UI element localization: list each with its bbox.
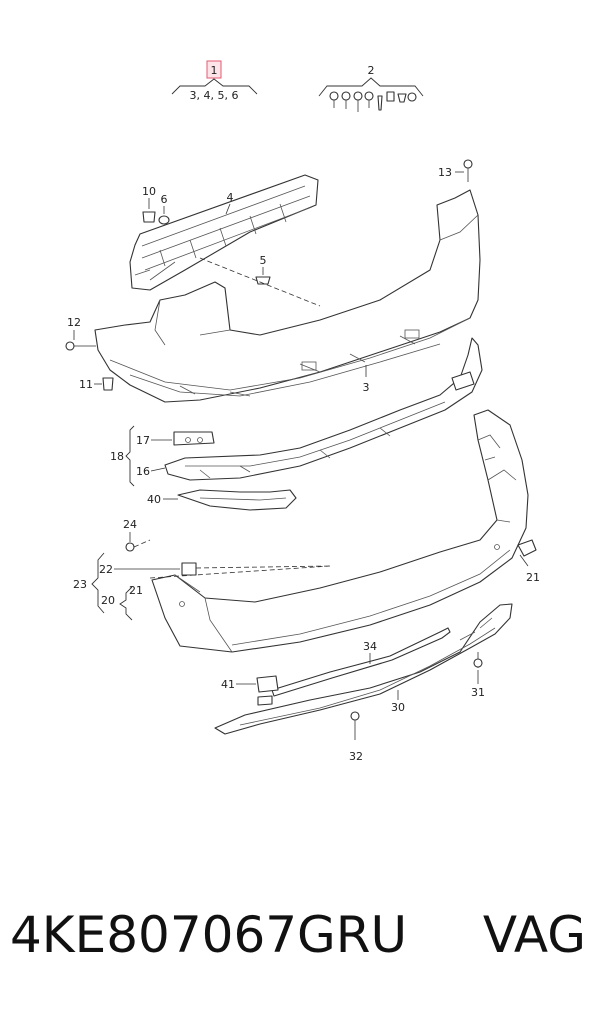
brace-18 (125, 425, 135, 487)
screw-24-icon (125, 542, 135, 552)
callout-5[interactable]: 5 (260, 254, 267, 267)
callout-30[interactable]: 30 (391, 701, 405, 714)
part-4-absorber: 4 (129, 174, 319, 291)
part-16-guide: 16 (136, 337, 483, 481)
part-21-plug-right: 21 (519, 554, 540, 584)
brand: VAG (482, 906, 586, 964)
bracket-17-icon (173, 431, 215, 446)
hardware-set-icon (329, 91, 417, 112)
part-22-bracket: 22 (99, 562, 197, 576)
callout-3[interactable]: 3 (363, 381, 370, 394)
callout-24[interactable]: 24 (123, 518, 137, 531)
part-5-clip: 5 (255, 254, 271, 285)
callout-10[interactable]: 10 (142, 185, 156, 198)
bracket-22-icon (181, 562, 197, 576)
callout-4[interactable]: 4 (227, 191, 234, 204)
part-12-screw: 12 (65, 316, 96, 351)
callout-22[interactable]: 22 (99, 563, 113, 576)
callout-21-right[interactable]: 21 (526, 571, 540, 584)
part-34-trim-strip: 34 (271, 627, 451, 697)
callout-17[interactable]: 17 (136, 434, 150, 447)
callout-21-left[interactable]: 21 (129, 584, 143, 597)
part-11-nut: 11 (79, 377, 114, 391)
brace-20 (119, 586, 133, 621)
part-32-screw: 32 (349, 711, 363, 763)
callout-20[interactable]: 20 (101, 594, 115, 607)
footer: 4KE807067GRU VAG (0, 900, 600, 980)
callout-34[interactable]: 34 (363, 640, 377, 653)
callout-16[interactable]: 16 (136, 465, 150, 478)
group-1-highlight (206, 60, 222, 79)
group-1-header: 1 3, 4, 5, 6 (171, 60, 258, 102)
part-30-diffuser: 30 (214, 603, 513, 735)
screw-31-icon (473, 658, 483, 668)
group-2-brace (318, 77, 424, 97)
part-24-screw: 24 (123, 518, 151, 552)
callout-13[interactable]: 13 (438, 166, 452, 179)
clip-5-icon (255, 276, 271, 285)
callout-31[interactable]: 31 (471, 686, 485, 699)
parts-10-6-fasteners: 10 6 (142, 185, 170, 225)
callout-12[interactable]: 12 (67, 316, 81, 329)
callout-32[interactable]: 32 (349, 750, 363, 763)
bolt-13-icon (463, 159, 473, 169)
callout-18[interactable]: 18 (110, 450, 124, 463)
nut-10-icon (142, 211, 156, 223)
part-13-bolt: 13 (438, 159, 473, 182)
washer-6-icon (158, 215, 170, 225)
group-1-brace (171, 78, 258, 95)
screw-32-icon (350, 711, 360, 721)
part-20-bumper-cover (149, 409, 537, 653)
callout-23[interactable]: 23 (73, 578, 87, 591)
group-2-label[interactable]: 2 (368, 64, 375, 77)
part-3-bumper-carrier: 3 (94, 189, 481, 403)
part-number: 4KE807067GRU (10, 906, 408, 964)
callout-6[interactable]: 6 (161, 193, 168, 206)
callout-11[interactable]: 11 (79, 378, 93, 391)
callout-41[interactable]: 41 (221, 678, 235, 691)
screw-12-icon (65, 341, 75, 351)
part-31-screw: 31 (471, 652, 485, 699)
part-17-bracket: 17 (136, 431, 215, 447)
group-1-label[interactable]: 1 (211, 64, 218, 77)
nut-11-icon (102, 377, 114, 391)
brace-23 (91, 552, 105, 614)
group-1-subparts: 3, 4, 5, 6 (190, 89, 239, 102)
clip-41-icon (256, 675, 279, 693)
part-40-trim: 40 (147, 489, 297, 511)
group-2-header: 2 (318, 64, 424, 112)
part-41-clip: 41 (221, 675, 279, 706)
parts-exploded-diagram: 1 3, 4, 5, 6 2 4 10 6 (65, 60, 540, 763)
callout-40[interactable]: 40 (147, 493, 161, 506)
